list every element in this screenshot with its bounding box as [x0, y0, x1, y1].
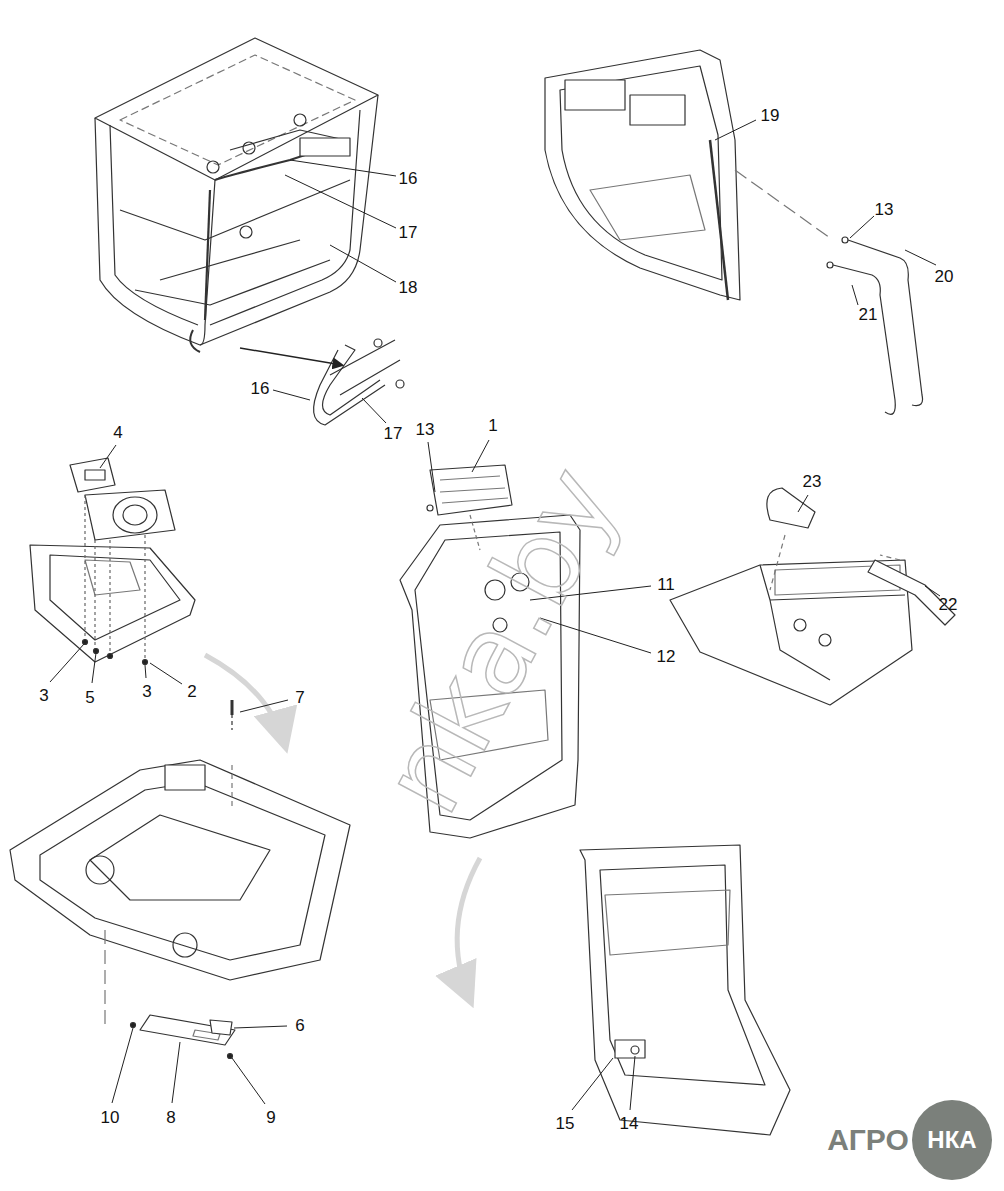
callout-number: 17 — [399, 224, 418, 241]
blower-assembly — [30, 458, 195, 665]
callout-number: 17 — [384, 425, 403, 442]
callout-number: 14 — [620, 1115, 639, 1132]
console — [670, 488, 955, 705]
callout-number: 15 — [556, 1115, 575, 1132]
callout-number: 4 — [113, 424, 122, 441]
callout-number: 8 — [166, 1109, 175, 1126]
callout-number: 2 — [187, 683, 196, 700]
callout-number: 7 — [295, 689, 304, 706]
callout-number: 13 — [416, 421, 435, 438]
callout-number: 23 — [803, 473, 822, 490]
cabin-frame — [95, 38, 378, 352]
cabin-frame — [545, 50, 830, 300]
cabin-frame — [580, 845, 790, 1135]
hose-detail — [314, 339, 404, 425]
flow-arrow — [457, 858, 480, 1000]
callout-number: 6 — [295, 1017, 304, 1034]
callout-number: 5 — [85, 689, 94, 706]
leader-lines — [50, 120, 940, 1110]
callout-number: 21 — [859, 306, 878, 323]
callout-number: 16 — [399, 170, 418, 187]
callout-number: 1 — [488, 417, 497, 434]
flow-arrow — [205, 655, 285, 745]
logo-circle — [912, 1100, 992, 1180]
callout-number: 12 — [657, 648, 676, 665]
watermark: nka.by — [365, 451, 635, 828]
callout-number: 11 — [657, 576, 675, 593]
roof-panel — [10, 700, 350, 1059]
callout-number: 3 — [142, 683, 151, 700]
cable — [827, 237, 923, 414]
callout-number: 9 — [266, 1109, 275, 1126]
logo-text: АГРО — [827, 1125, 909, 1155]
logo-text: НКА — [927, 1128, 976, 1152]
callout-number: 16 — [251, 380, 270, 397]
callout-number: 3 — [39, 687, 48, 704]
callout-number: 13 — [875, 201, 894, 218]
callout-number: 10 — [101, 1109, 120, 1126]
callout-number: 22 — [939, 596, 958, 613]
callout-number: 18 — [399, 279, 418, 296]
callout-number: 20 — [935, 268, 954, 285]
callout-number: 19 — [761, 107, 780, 124]
